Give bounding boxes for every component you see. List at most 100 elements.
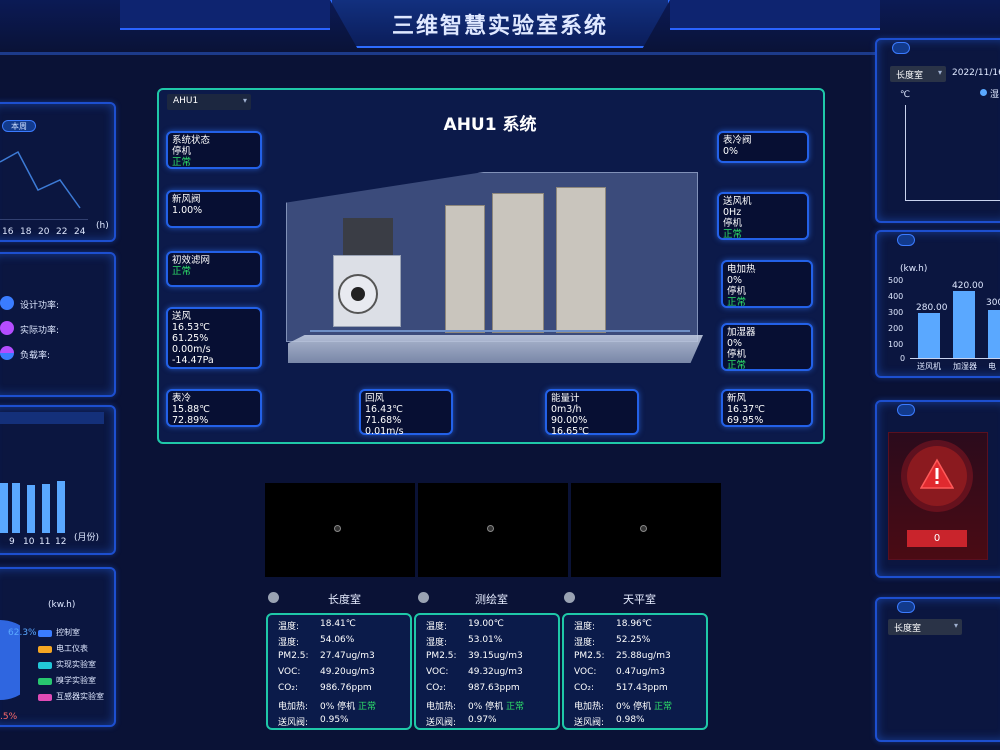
- panel-tag: [892, 42, 910, 54]
- room-row: VOC:49.20ug/m3: [278, 667, 375, 677]
- pie-slice: [0, 620, 20, 700]
- room-select-value: 长度室: [896, 71, 924, 81]
- box-label: 系统状态: [172, 135, 211, 146]
- y-tick: 100: [888, 340, 904, 349]
- pipe: [310, 330, 690, 332]
- header-divider: [0, 52, 1000, 55]
- status-box-fresh-air[interactable]: 新风 16.37℃ 69.95%: [721, 389, 813, 427]
- box-value: 69.95%: [727, 415, 764, 426]
- room-select[interactable]: 长度室 ▾: [888, 619, 962, 635]
- status-box-energy-meter[interactable]: 能量计 0m3/h 90.00% 16.65℃: [545, 389, 639, 437]
- loading-icon: [487, 525, 494, 532]
- room-status-dot: [418, 592, 429, 603]
- box-value: 16.53℃: [172, 322, 210, 333]
- month-bar: [12, 483, 20, 533]
- box-label: 能量计: [551, 393, 580, 404]
- room-row: 送风阀:0.95%: [278, 715, 349, 728]
- legend-label: 实现实验室: [56, 660, 96, 669]
- title-plate: [330, 0, 670, 48]
- data-label: 420.00: [952, 281, 984, 291]
- y-tick: 500: [888, 276, 904, 285]
- month-bar: [27, 485, 35, 533]
- room-select-value: 长度室: [894, 624, 922, 634]
- box-status: 正常: [172, 266, 192, 277]
- status-box-return-air[interactable]: 回风 16.43℃ 71.68% 0.01m/s: [359, 389, 453, 437]
- box-label: 加湿器: [727, 327, 756, 338]
- x-tick: 16: [2, 227, 14, 237]
- box-label: 新风阀: [172, 194, 201, 205]
- energy-bar: [953, 290, 975, 358]
- panel-tag: [897, 601, 915, 613]
- week-tag[interactable]: 本周: [2, 120, 36, 132]
- status-box-surface-cooler[interactable]: 表冷 15.88℃ 72.89%: [166, 389, 262, 427]
- box-status: 正常: [172, 157, 192, 168]
- room-row: 温度:18.41℃: [278, 619, 356, 632]
- room-card-balance[interactable]: 温度:18.96℃ 湿度:52.25% PM2.5:25.88ug/m3 VOC…: [562, 613, 708, 730]
- box-status: 正常: [723, 229, 743, 240]
- alarm-count[interactable]: 0: [907, 530, 967, 547]
- left-line-chart: [0, 150, 88, 220]
- legend-swatch: [38, 694, 52, 701]
- y-tick: 200: [888, 324, 904, 333]
- box-label: 回风: [365, 393, 385, 404]
- box-value: 0%: [727, 338, 743, 349]
- status-box-supply-air[interactable]: 送风 16.53℃ 61.25% 0.00m/s -14.47Pa: [166, 307, 262, 369]
- x-tick: 24: [74, 227, 86, 237]
- box-label: 表冷阀: [723, 135, 752, 146]
- status-box-fresh-air-valve[interactable]: 新风阀 1.00%: [166, 190, 262, 228]
- box-value: 16.37℃: [727, 404, 765, 415]
- status-box-cooling-valve[interactable]: 表冷阀 0%: [717, 131, 809, 163]
- box-value: 61.25%: [172, 333, 209, 344]
- box-value: 0.01m/s: [365, 426, 404, 437]
- legend-swatch: [38, 630, 52, 637]
- status-box-system[interactable]: 系统状态 停机 正常: [166, 131, 262, 169]
- camera-feed[interactable]: [418, 483, 568, 577]
- x-tick: 20: [38, 227, 50, 237]
- design-power-dot: [0, 296, 14, 310]
- room-row: 送风阀:0.98%: [574, 715, 645, 728]
- x-tick: 22: [56, 227, 68, 237]
- camera-feed[interactable]: [265, 483, 415, 577]
- box-value: 71.68%: [365, 415, 402, 426]
- room-row: CO₂:517.43ppm: [574, 683, 668, 693]
- status-box-electric-heater[interactable]: 电加热 0% 停机 正常: [721, 260, 813, 308]
- box-value: 0%: [723, 146, 739, 157]
- header-wing-right: [670, 0, 880, 30]
- status-box-supply-fan[interactable]: 送风机 0Hz 停机 正常: [717, 192, 809, 240]
- month-bar: [57, 481, 65, 533]
- ahu-title: AHU1 系统: [443, 115, 537, 135]
- box-value: 停机: [723, 218, 743, 229]
- room-row: 送风阀:0.97%: [426, 715, 497, 728]
- date-picker[interactable]: 2022/11/16: [952, 68, 1000, 78]
- coil-unit: [445, 205, 485, 333]
- room-select[interactable]: 长度室▾: [890, 66, 946, 82]
- ahu-select[interactable]: AHU1▾: [167, 94, 251, 110]
- y-tick: 400: [888, 292, 904, 301]
- room-card-length[interactable]: 温度:18.41℃ 湿度:54.06% PM2.5:27.47ug/m3 VOC…: [266, 613, 412, 730]
- room-row: 电加热:0% 停机 正常: [278, 702, 377, 712]
- room-row: 温度:18.96℃: [574, 619, 652, 632]
- room-card-survey[interactable]: 温度:19.00℃ 湿度:53.01% PM2.5:39.15ug/m3 VOC…: [414, 613, 560, 730]
- ahu-base: [288, 335, 703, 363]
- room-row: VOC:49.32ug/m3: [426, 667, 523, 677]
- x-unit: (月份): [74, 533, 100, 543]
- x-tick: 11: [39, 537, 51, 547]
- month-bar: [42, 484, 50, 533]
- loading-icon: [640, 525, 647, 532]
- room-name: 测绘室: [475, 593, 508, 606]
- room-row: PM2.5:25.88ug/m3: [574, 651, 671, 661]
- box-value: 0%: [727, 275, 743, 286]
- box-value: 90.00%: [551, 415, 588, 426]
- legend-label: 控制室: [56, 628, 80, 637]
- status-box-filter[interactable]: 初效滤网 正常: [166, 251, 262, 287]
- box-value: 停机: [727, 349, 747, 360]
- legend-swatch: [38, 646, 52, 653]
- box-status: 正常: [727, 360, 747, 371]
- chevron-down-icon: ▾: [953, 621, 958, 630]
- line-series: [0, 150, 81, 209]
- status-box-humidifier[interactable]: 加湿器 0% 停机 正常: [721, 323, 813, 371]
- camera-feed[interactable]: [571, 483, 721, 577]
- coil-unit: [492, 193, 544, 333]
- room-row: 温度:19.00℃: [426, 619, 504, 632]
- room-row: 湿度:52.25%: [574, 635, 651, 648]
